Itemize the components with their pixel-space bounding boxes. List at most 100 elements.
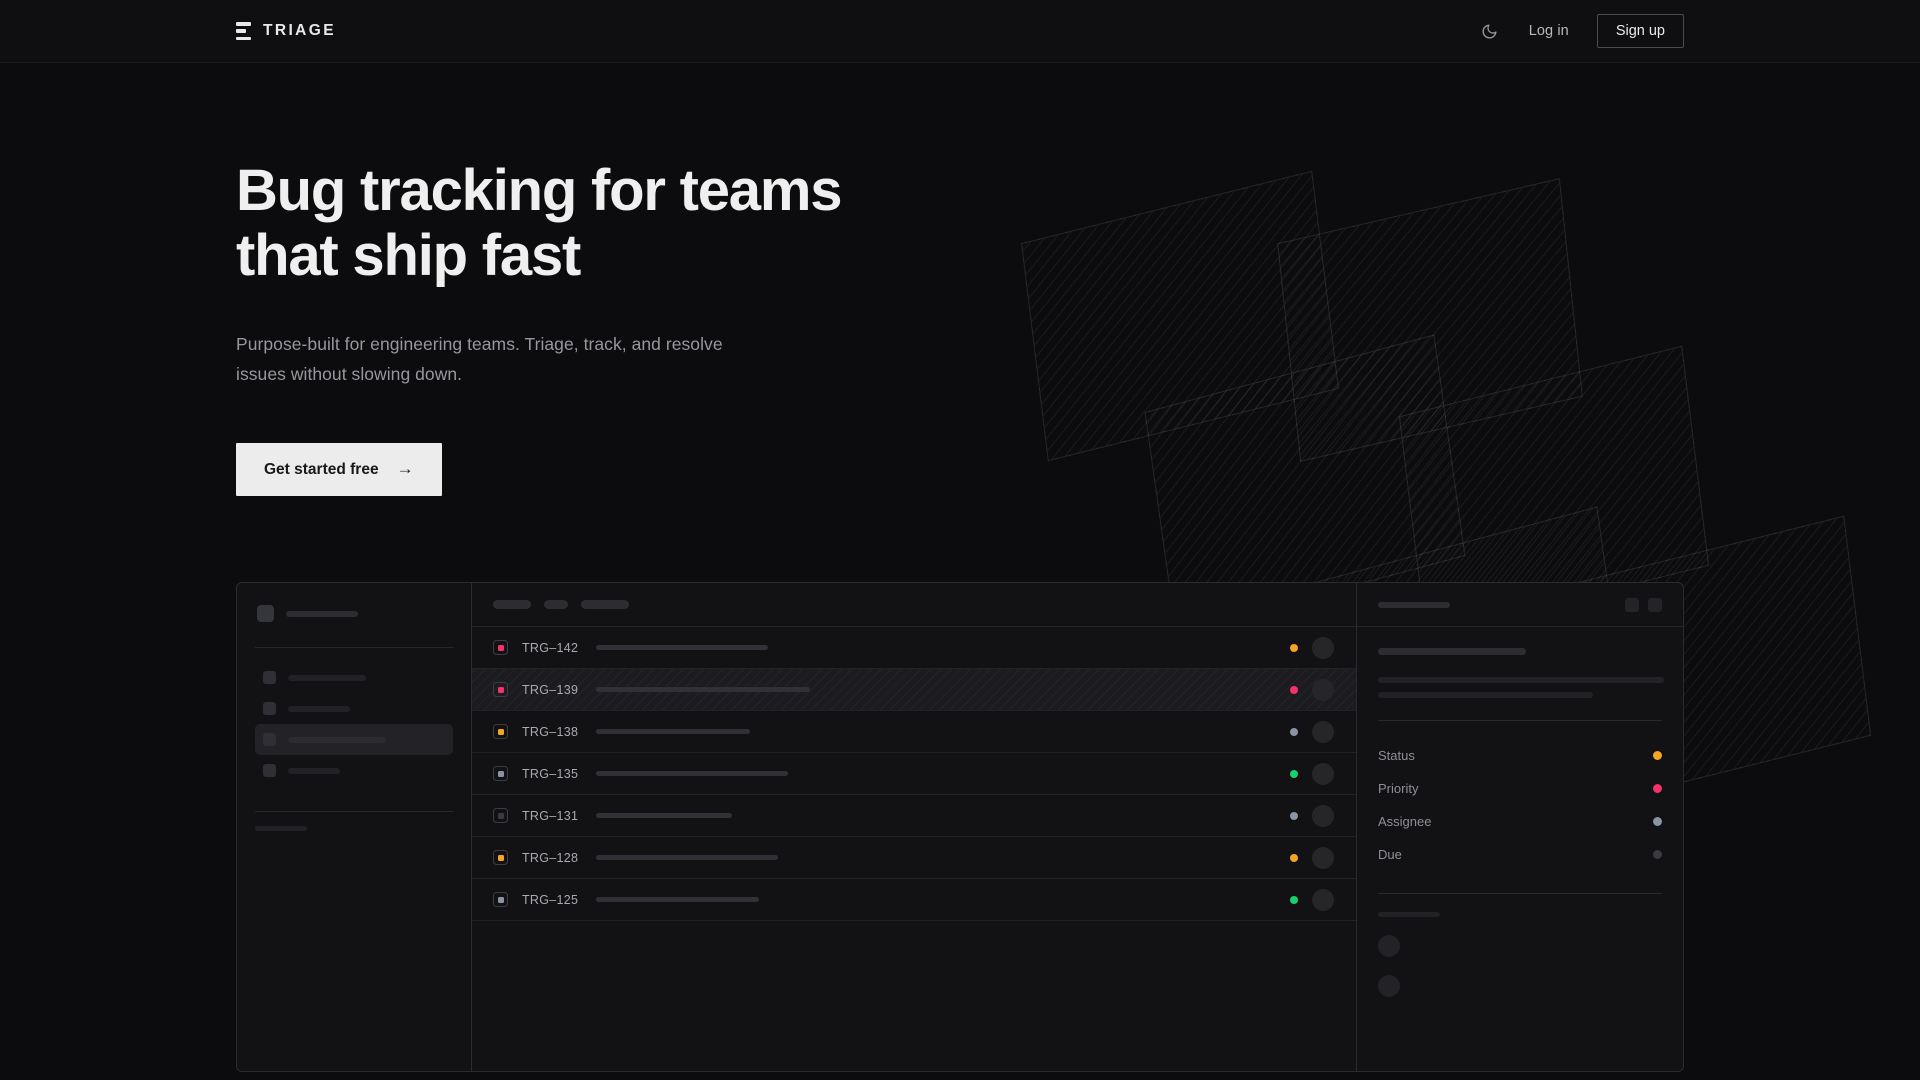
- detail-title-placeholder: [1378, 648, 1526, 656]
- comments-label-placeholder: [1378, 912, 1440, 918]
- meta-value-dot: [1653, 817, 1662, 827]
- moon-icon[interactable]: [1479, 20, 1501, 42]
- priority-icon: [493, 808, 508, 824]
- comment-avatar: [1378, 935, 1400, 958]
- toolbar-pill-2[interactable]: [581, 600, 629, 610]
- cta-label: Get started free: [264, 460, 379, 478]
- status-badge: [1290, 727, 1298, 736]
- issue-title-placeholder: [596, 771, 788, 777]
- detail-header-actions: [1625, 597, 1662, 612]
- headline-line-1: Bug tracking for teams: [236, 158, 842, 223]
- status-badge: [1290, 853, 1298, 862]
- brand-logo[interactable]: TRIAGE: [236, 22, 336, 40]
- detail-header: [1357, 583, 1683, 628]
- brand-name: TRIAGE: [263, 22, 336, 39]
- avatar: [1312, 678, 1334, 701]
- meta-row-assignee[interactable]: Assignee: [1378, 805, 1662, 838]
- sidebar-item-icon: [263, 733, 276, 747]
- sidebar-footer-dots: [255, 831, 453, 849]
- priority-icon: [493, 850, 508, 866]
- detail-desc-line-1: [1378, 677, 1664, 684]
- avatar: [1312, 720, 1334, 743]
- meta-row-priority[interactable]: Priority: [1378, 772, 1662, 805]
- list-toolbar: [472, 583, 1356, 628]
- table-row[interactable]: TRG–125: [472, 879, 1356, 922]
- issue-id: TRG–142: [522, 640, 579, 655]
- meta-value-dot: [1653, 751, 1662, 761]
- sidebar-divider-bottom: [255, 811, 453, 813]
- issue-title-placeholder: [596, 687, 810, 693]
- meta-label: Status: [1378, 748, 1415, 764]
- sidebar-section-label: [255, 826, 307, 832]
- sidebar-item-label: [288, 767, 340, 774]
- hero-subtext: Purpose-built for engineering teams. Tri…: [236, 333, 723, 384]
- avatar: [1312, 846, 1334, 869]
- avatar: [1312, 762, 1334, 785]
- workspace-switcher[interactable]: [255, 601, 453, 623]
- meta-row-status[interactable]: Status: [1378, 739, 1662, 772]
- top-navbar: TRIAGE Log in Sign up: [0, 0, 1920, 63]
- issue-id: TRG–128: [522, 850, 579, 865]
- workspace-avatar: [257, 605, 274, 623]
- headline-line-2: that ship fast: [236, 222, 581, 288]
- priority-icon: [493, 766, 508, 782]
- table-row[interactable]: TRG–138: [472, 711, 1356, 754]
- login-link[interactable]: Log in: [1528, 23, 1569, 39]
- status-badge: [1290, 643, 1298, 652]
- table-row[interactable]: TRG–139: [472, 669, 1356, 712]
- get-started-button[interactable]: Get started free →: [236, 443, 442, 497]
- sidebar-item-icon: [263, 671, 276, 685]
- mock-sidebar: [237, 583, 472, 1072]
- sidebar-item-icon: [263, 764, 276, 778]
- sidebar-item-icon: [263, 702, 276, 716]
- status-badge: [1290, 769, 1298, 778]
- sidebar-item-2[interactable]: [255, 724, 453, 756]
- issue-id: TRG–138: [522, 724, 579, 739]
- sidebar-divider-top: [255, 647, 453, 649]
- signup-button[interactable]: Sign up: [1596, 14, 1684, 48]
- sidebar-item-1[interactable]: [255, 693, 453, 724]
- meta-label: Priority: [1378, 781, 1419, 797]
- page-title: Bug tracking for teams that ship fast: [236, 158, 996, 289]
- sidebar-footer: [255, 826, 453, 849]
- detail-desc-line-2: [1378, 692, 1593, 699]
- priority-icon: [493, 724, 508, 740]
- issue-id: TRG–125: [522, 892, 579, 907]
- meta-value-dot: [1653, 784, 1662, 794]
- toolbar-pill-0[interactable]: [493, 600, 531, 610]
- table-row[interactable]: TRG–128: [472, 837, 1356, 880]
- issue-id: TRG–131: [522, 808, 579, 823]
- issue-id: TRG–135: [522, 766, 579, 781]
- meta-label: Due: [1378, 847, 1402, 863]
- status-badge: [1290, 685, 1298, 694]
- priority-icon: [493, 682, 508, 698]
- arrow-right-icon: →: [396, 459, 414, 479]
- avatar: [1312, 636, 1334, 659]
- comment-avatar: [1378, 975, 1400, 998]
- issue-title-placeholder: [596, 855, 778, 861]
- table-row[interactable]: TRG–142: [472, 627, 1356, 670]
- sidebar-item-3[interactable]: [255, 755, 453, 786]
- detail-action-button-0[interactable]: [1625, 597, 1639, 612]
- toolbar-pill-1[interactable]: [544, 600, 568, 610]
- sidebar-item-label: [288, 674, 366, 681]
- table-row[interactable]: TRG–131: [472, 795, 1356, 838]
- workspace-name-placeholder: [286, 610, 358, 617]
- meta-value-dot: [1653, 850, 1662, 860]
- avatar: [1312, 888, 1334, 911]
- nav-actions: Log in Sign up: [1479, 14, 1684, 48]
- status-badge: [1290, 895, 1298, 904]
- meta-label: Assignee: [1378, 814, 1432, 830]
- detail-action-button-1[interactable]: [1648, 597, 1662, 612]
- sidebar-item-label: [288, 705, 350, 712]
- stacked-bars-logo-icon: [236, 22, 251, 40]
- sidebar-item-0[interactable]: [255, 662, 453, 693]
- status-badge: [1290, 811, 1298, 820]
- table-row[interactable]: TRG–135: [472, 753, 1356, 796]
- meta-row-due[interactable]: Due: [1378, 838, 1662, 871]
